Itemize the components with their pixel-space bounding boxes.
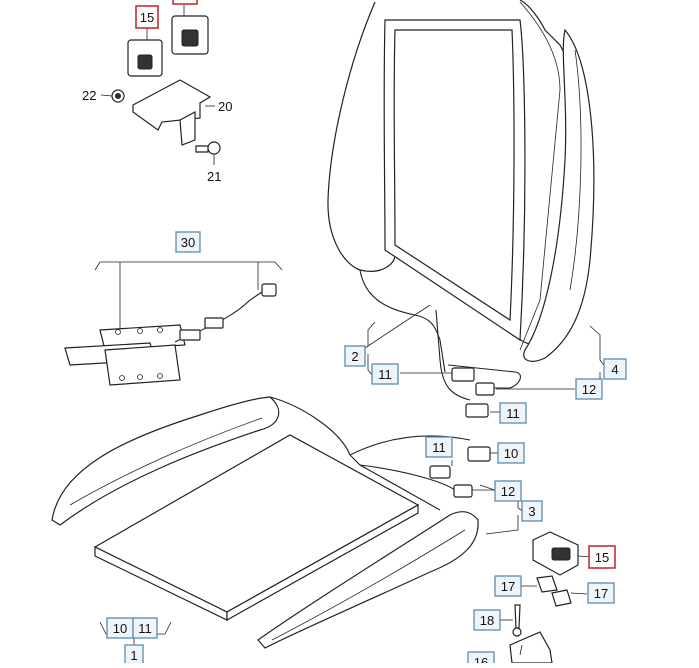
screw-18 — [514, 604, 521, 629]
callout-30[interactable]: 30 — [175, 231, 201, 253]
callout-22-label: 22 — [82, 88, 96, 103]
callout-3-label: 3 — [528, 504, 535, 519]
callout-11-a[interactable]: 11 — [371, 363, 399, 385]
callout-11-d-label: 11 — [138, 621, 152, 636]
callout-20[interactable]: 20 — [218, 99, 232, 114]
connector-11-backrest-lower — [465, 403, 489, 418]
connector-12-seat — [453, 484, 473, 498]
bolt-21 — [207, 141, 221, 155]
callout-17-b-label: 17 — [594, 586, 608, 601]
callout-18[interactable]: 18 — [473, 609, 501, 631]
seat-wiring — [429, 446, 491, 498]
seat-cushion — [51, 396, 479, 649]
callout-10-a-label: 10 — [504, 446, 518, 461]
callout-1[interactable]: 1 — [124, 644, 144, 666]
callout-10-b-label: 10 — [113, 621, 127, 636]
backrest-wiring — [359, 269, 521, 418]
callout-10-a[interactable]: 10 — [497, 442, 525, 464]
callout-12-a-label: 12 — [582, 382, 596, 397]
callout-17-b[interactable]: 17 — [587, 582, 615, 604]
callout-11-c-label: 11 — [432, 440, 446, 455]
callout-10-b[interactable]: 10 — [106, 617, 134, 639]
clip-17-a — [536, 575, 558, 593]
heating-element-kit — [64, 261, 283, 386]
callout-4[interactable]: 4 — [603, 358, 627, 380]
callout-21-label: 21 — [207, 169, 221, 184]
bracket-assembly — [100, 5, 221, 165]
callout-3[interactable]: 3 — [521, 500, 543, 522]
panel-16 — [509, 631, 553, 664]
backrest-cushion — [327, 0, 595, 362]
callout-17-a[interactable]: 17 — [494, 575, 522, 597]
leader-lines — [99, 304, 607, 645]
connector-12-backrest — [475, 382, 495, 396]
callout-22[interactable]: 22 — [82, 88, 96, 103]
callout-11-c[interactable]: 11 — [425, 436, 453, 458]
callout-4-label: 4 — [611, 362, 618, 377]
callout-15-top[interactable]: 15 — [135, 5, 159, 29]
callout-11-d[interactable]: 11 — [132, 617, 158, 639]
lower-right-parts — [499, 531, 593, 664]
callout-18-label: 18 — [480, 613, 494, 628]
callout-2[interactable]: 2 — [344, 345, 366, 367]
callout-1-label: 1 — [130, 648, 137, 663]
callout-17-a-label: 17 — [501, 579, 515, 594]
callout-11-a-label: 11 — [378, 367, 392, 382]
callout-12-a[interactable]: 12 — [575, 378, 603, 400]
connector-10-seat — [467, 446, 491, 462]
callout-15-right-label: 15 — [595, 550, 609, 565]
callout-11-b[interactable]: 11 — [499, 402, 527, 424]
callout-16-label: 16 — [474, 655, 488, 663]
callout-21[interactable]: 21 — [207, 169, 221, 184]
callout-16[interactable]: 16 — [467, 651, 495, 668]
callout-15-top-label: 15 — [140, 10, 154, 25]
callout-20-label: 20 — [218, 99, 232, 114]
callout-2-label: 2 — [351, 349, 358, 364]
connector-11-seat — [429, 465, 451, 479]
callout-15-top-partial[interactable] — [172, 0, 198, 5]
callout-12-b-label: 12 — [501, 484, 515, 499]
callout-11-b-label: 11 — [506, 406, 520, 421]
callout-12-b[interactable]: 12 — [494, 480, 522, 502]
clip-17-b — [551, 589, 572, 607]
callout-30-label: 30 — [181, 235, 195, 250]
connector-11-backrest — [451, 367, 475, 382]
callout-15-right[interactable]: 15 — [588, 545, 616, 569]
